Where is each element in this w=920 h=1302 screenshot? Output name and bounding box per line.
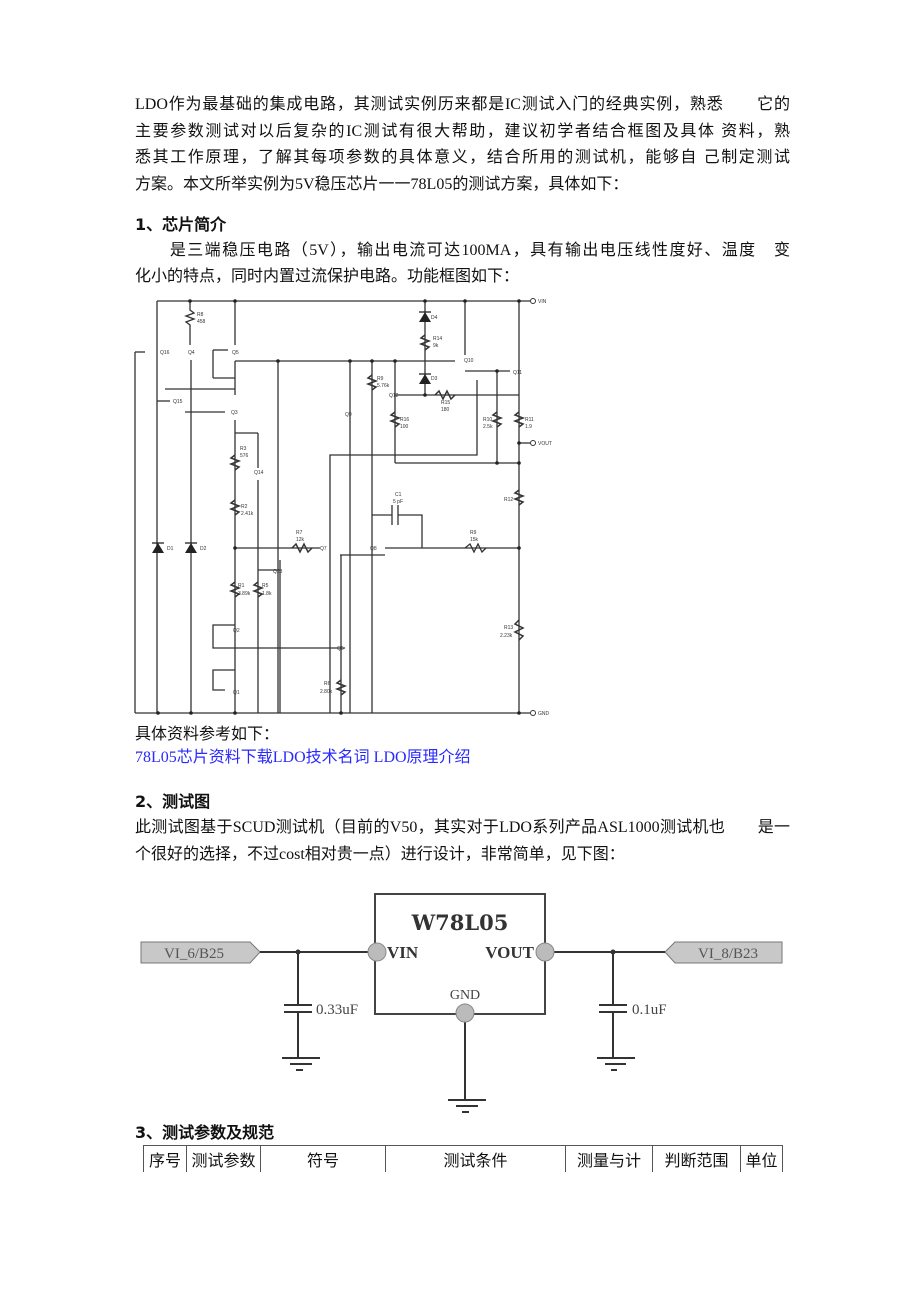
label-r1: R1 [238, 583, 245, 589]
section-1-line-1: 是三端稳压电路（5V），输出电流可达100MA，具有输出电压线性度好、温度 变 [135, 242, 790, 259]
label-q3: Q3 [231, 410, 238, 416]
label-q12: Q12 [389, 393, 399, 399]
intro-line-3: 悉其工作原理，了解其每项参数的具体意义，结合所用的测试机，能够自 己制定测试 [135, 149, 790, 166]
label-r15: R15 [441, 400, 450, 406]
vout-pin-label: VOUT [485, 943, 534, 962]
label-r11-value: 1.9 [525, 424, 532, 430]
header-symbol: 符号 [260, 1145, 386, 1172]
label-q13: Q13 [273, 569, 283, 575]
vout-terminal-label: VOUT [538, 441, 552, 447]
label-r10-value: 2.5k [483, 424, 493, 430]
header-range: 判断范围 [652, 1145, 741, 1172]
gnd-pin-label: GND [450, 988, 480, 1003]
label-r16-value: 100 [400, 424, 409, 430]
label-r2: R2 [241, 504, 248, 510]
vin-pin-label: VIN [387, 943, 419, 962]
section-1-line-2: 化小的特点，同时内置过流保护电路。功能框图如下： [135, 268, 520, 285]
left-port-label: VI_6/B25 [164, 946, 224, 962]
label-q7: Q7 [320, 546, 327, 552]
link-ldo-principle[interactable]: LDO原理介绍 [369, 749, 471, 766]
header-condition: 测试条件 [385, 1145, 566, 1172]
label-r11: R11 [525, 417, 534, 423]
intro-line-2: 主要参数测试对以后复杂的IC测试有很大帮助，建议初学者结合框图及具体 资料，熟 [135, 123, 790, 140]
label-d2: D2 [200, 546, 207, 552]
label-q6: Q6 [337, 646, 344, 652]
label-q2: Q2 [233, 628, 240, 634]
label-r9b-value: 5.76k [377, 383, 390, 389]
label-r12: R12 [504, 497, 513, 503]
label-r9-value: 15k [470, 537, 479, 543]
test-spec-table: 序号 测试参数 符号 测试条件 测量与计 判断范围 单位 [143, 1145, 783, 1172]
label-q4: Q4 [188, 350, 195, 356]
link-ldo-terms[interactable]: LDO技术名词 [272, 749, 370, 766]
table-header-row: 序号 测试参数 符号 测试条件 测量与计 判断范围 单位 [143, 1145, 783, 1172]
label-r3: R3 [240, 446, 247, 452]
section-3-heading: 3、测试参数及规范 [135, 1123, 275, 1142]
label-r14-value: 9k [433, 343, 439, 349]
input-capacitor-label: 0.33uF [316, 1002, 358, 1018]
label-r10: R10 [483, 417, 492, 423]
label-q15: Q15 [173, 399, 183, 405]
intro-line-4: 方案。本文所举实例为5V稳压芯片一一78L05的测试方案，具体如下： [135, 176, 629, 193]
label-r6-value: 2.80k [320, 689, 333, 695]
label-q11: Q11 [513, 370, 522, 376]
section-2-line-2: 个很好的选择，不过cost相对贵一点）进行设计，非常简单，见下图： [135, 846, 625, 863]
label-r1-value: 3.89k [238, 591, 251, 597]
label-r9b: R9 [377, 376, 384, 382]
gnd-terminal-label: GND [538, 711, 550, 717]
label-r9: R9 [470, 530, 477, 536]
label-q5: Q5 [232, 350, 239, 356]
label-r7-value: 12k [296, 537, 305, 543]
label-r6: R6 [324, 681, 331, 687]
label-r2-value: 2.41k [241, 511, 254, 517]
label-r13: R13 [504, 625, 513, 631]
label-q9: Q9 [345, 412, 352, 418]
label-r15-value: 180 [441, 407, 450, 413]
label-r5-value: 1.8k [262, 591, 272, 597]
header-measurement: 测量与计 [565, 1145, 653, 1172]
label-r14: R14 [433, 336, 442, 342]
reference-label: 具体资料参考如下： [135, 726, 280, 743]
label-q14: Q14 [254, 470, 264, 476]
section-1-heading: 1、芯片简介 [135, 215, 227, 234]
reference-links: 78L05芯片资料下载LDO技术名词 LDO原理介绍 [135, 748, 790, 768]
label-c1: C1 [395, 492, 402, 498]
label-r16: R16 [400, 417, 409, 423]
output-capacitor-label: 0.1uF [632, 1002, 667, 1018]
label-r8: R8 [197, 312, 204, 318]
section-2-line-1: 此测试图基于SCUD测试机（目前的V50，其实对于LDO系列产品ASL1000测… [135, 819, 790, 836]
chip-name: W78L05 [411, 910, 509, 935]
label-r13-value: 2.23k [500, 633, 513, 639]
label-d4: D4 [431, 315, 438, 321]
label-r8-value: 458 [197, 319, 206, 325]
right-port-label: VI_8/B23 [698, 946, 758, 962]
label-q16: Q16 [160, 350, 170, 356]
header-unit: 单位 [740, 1145, 783, 1172]
label-r3-value: 576 [240, 453, 249, 459]
vin-terminal-label: VIN [538, 299, 547, 305]
label-d1: D1 [167, 546, 174, 552]
intro-line-1: LDO作为最基础的集成电路，其测试实例历来都是IC测试入门的经典实例，熟悉 它的 [135, 96, 790, 113]
label-q8: Q8 [370, 546, 377, 552]
header-index: 序号 [143, 1145, 187, 1172]
label-q1: Q1 [233, 690, 240, 696]
label-d3: D3 [431, 376, 438, 382]
test-circuit-diagram: W78L05 VI_6/B25 VI_8/B23 [140, 893, 783, 1113]
label-r5: R5 [262, 583, 269, 589]
section-2-heading: 2、测试图 [135, 792, 211, 811]
link-78l05-datasheet[interactable]: 78L05芯片资料下载 [135, 749, 273, 766]
label-r7: R7 [296, 530, 303, 536]
label-c1-value: 5 pF [393, 499, 403, 505]
label-q10: Q10 [464, 358, 474, 364]
header-parameter: 测试参数 [186, 1145, 261, 1172]
